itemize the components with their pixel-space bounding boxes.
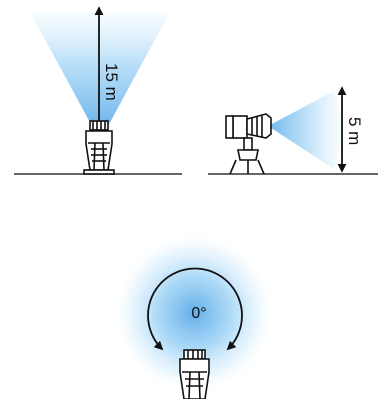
horizontal-beam-figure: 5 m <box>208 86 378 175</box>
rotation-figure: 0° <box>112 231 276 399</box>
horizontal-range-label: 5 m <box>345 117 364 145</box>
rotation-arc-arrow <box>147 267 243 351</box>
rotation-spotlight-fixture <box>179 349 210 399</box>
horizontal-beam <box>268 91 342 169</box>
vertical-beam-figure: 15 m <box>14 6 182 175</box>
vertical-beam <box>30 12 170 126</box>
vertical-spotlight-fixture <box>83 120 115 175</box>
horizontal-spotlight-fixture <box>225 113 272 175</box>
rotation-glow <box>112 231 276 395</box>
rotation-angle-label: 0° <box>191 305 206 322</box>
vertical-range-label: 15 m <box>102 63 121 101</box>
